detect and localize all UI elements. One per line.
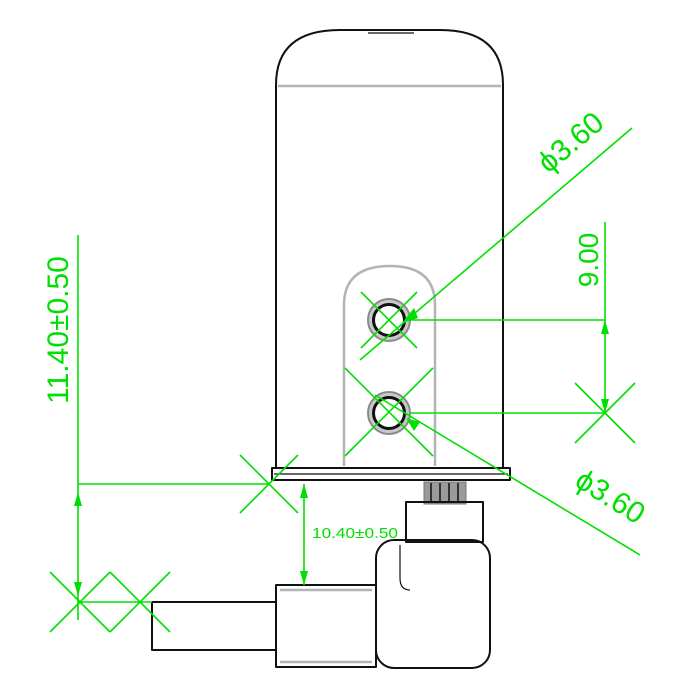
dimension-diameter-bottom: ϕ3.60 xyxy=(374,394,651,556)
label-diameter-bottom: ϕ3.60 xyxy=(569,463,650,531)
cable xyxy=(151,601,277,651)
housing-inner-line xyxy=(399,545,411,591)
strain-relief-inner xyxy=(280,588,372,664)
device-body xyxy=(271,29,511,481)
connector-assembly xyxy=(151,481,491,669)
right-angle-housing xyxy=(375,539,491,669)
label-diameter-top: ϕ3.60 xyxy=(531,106,610,180)
connector-pins xyxy=(423,481,467,505)
label-height-plug: 10.40±0.50 xyxy=(312,525,398,542)
hole-crosshairs xyxy=(344,291,434,457)
strain-relief xyxy=(275,584,377,668)
dimension-hole-spacing: 9.00 xyxy=(410,222,636,444)
body-base-plate xyxy=(271,467,511,481)
mounting-slot xyxy=(342,264,437,466)
dimension-height-total: 11.40±0.50 xyxy=(42,235,299,633)
dimension-height-plug: 10.40±0.50 xyxy=(300,484,398,585)
label-hole-spacing: 9.00 xyxy=(573,233,604,288)
label-height-total: 11.40±0.50 xyxy=(42,256,75,404)
connector-neck xyxy=(405,501,484,543)
body-outline xyxy=(275,29,504,469)
